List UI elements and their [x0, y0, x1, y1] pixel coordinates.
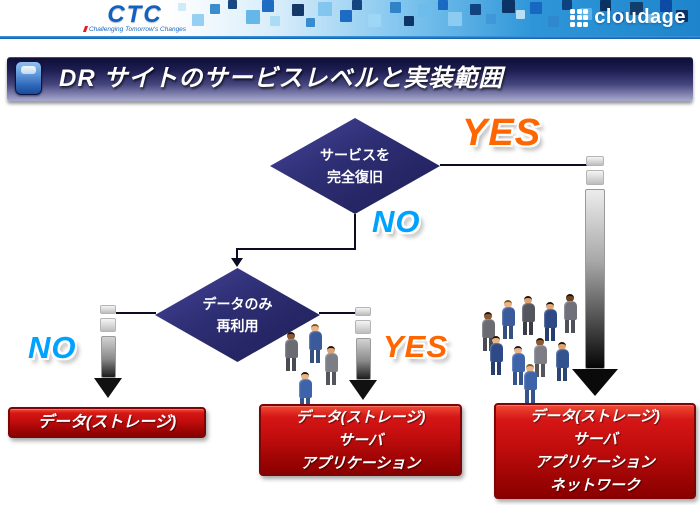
mosaic-tile — [648, 14, 657, 23]
connector-into-decision2 — [236, 248, 238, 259]
page-title: DR サイトのサービスレベルと実装範囲 — [59, 65, 504, 92]
mosaic-tile — [178, 3, 186, 11]
mosaic-tile — [262, 0, 274, 12]
decision-full-service-restore: サービスを 完全復旧 — [270, 118, 440, 214]
mosaic-tile — [192, 14, 204, 26]
mosaic-tile — [228, 0, 237, 9]
mosaic-tile — [502, 0, 515, 13]
result-line: ネットワーク — [549, 477, 640, 494]
mosaic-tile — [470, 4, 481, 15]
mosaic-tile — [210, 4, 220, 14]
result-line: サーバ — [572, 431, 618, 448]
mosaic-tile — [516, 10, 525, 19]
mosaic-tile — [486, 14, 496, 24]
segmented-down-arrow-icon — [572, 156, 618, 396]
label-yes-top: YES — [462, 112, 542, 154]
mosaic-tile — [306, 18, 315, 27]
connector-no-vertical — [354, 214, 356, 250]
mosaic-tile — [448, 12, 462, 26]
red-tick-icon — [82, 26, 89, 33]
result-line: データ(ストレージ) — [37, 414, 177, 431]
result-line: アプリケーション — [535, 454, 655, 471]
label-no-mid: NO — [372, 204, 421, 239]
decision1-line1: サービスを — [320, 147, 390, 163]
segmented-down-arrow-icon — [349, 307, 377, 400]
mosaic-tile — [390, 2, 401, 13]
mosaic-tile — [548, 16, 559, 27]
ctc-logo-text: CTC — [107, 1, 163, 28]
slide-title-bar: DR サイトのサービスレベルと実装範囲 — [7, 57, 693, 101]
mosaic-tile — [404, 16, 414, 26]
decision2-line1: データのみ — [202, 296, 273, 312]
mosaic-tile — [580, 8, 592, 20]
ctc-tagline: Challenging Tomorrow's Changes — [55, 26, 215, 33]
arrowhead-into-decision2 — [231, 258, 243, 267]
mosaic-tile — [270, 16, 280, 26]
mosaic-tile — [660, 0, 672, 12]
result-line: アプリケーション — [300, 454, 421, 472]
result-box-data-server-app-network: データ(ストレージ) サーバ アプリケーション ネットワーク — [494, 403, 696, 499]
mosaic-tile — [292, 4, 304, 16]
result-box-data-server-app: データ(ストレージ) サーバ アプリケーション — [259, 404, 462, 476]
mosaic-tile — [352, 0, 362, 10]
label-yes-mid: YES — [383, 329, 449, 364]
mosaic-tile — [418, 4, 431, 17]
cloudage-logo: cloudage — [570, 6, 686, 29]
segmented-down-arrow-icon — [94, 305, 122, 398]
mosaic-tile — [562, 0, 572, 10]
mosaic-tile — [600, 0, 611, 11]
result-box-data-only: データ(ストレージ) — [8, 407, 206, 438]
mosaic-tile — [318, 2, 332, 16]
top-banner: CTC Challenging Tomorrow's Changes cloud… — [0, 0, 700, 36]
result-line: データ(ストレージ) — [295, 408, 426, 426]
ctc-logo: CTC Challenging Tomorrow's Changes — [55, 1, 215, 33]
connector-yes-mid — [319, 312, 357, 314]
mosaic-tile — [530, 2, 542, 14]
banner-divider — [0, 36, 700, 39]
mosaic-tile — [614, 12, 624, 22]
mosaic-tile — [676, 10, 688, 22]
connector-no-horizontal — [237, 248, 356, 250]
mosaic-tile — [438, 0, 448, 10]
business-people-group-icon — [478, 276, 590, 406]
label-no-left: NO — [28, 330, 77, 365]
grid-icon — [570, 8, 589, 27]
result-line: サーバ — [338, 431, 383, 449]
decision2-line2: 再利用 — [216, 318, 259, 334]
result-line: データ(ストレージ) — [530, 408, 660, 425]
ctc-tagline-text: Challenging Tomorrow's Changes — [88, 26, 187, 33]
decision1-line2: 完全復旧 — [327, 169, 383, 185]
mosaic-tile — [246, 10, 260, 24]
slide-bullet-icon — [15, 61, 42, 95]
mosaic-tile — [340, 10, 352, 22]
mosaic-tile — [630, 2, 643, 15]
connector-no-left — [116, 312, 156, 314]
connector-yes-top — [440, 164, 587, 166]
mosaic-tile — [368, 14, 381, 27]
business-people-group-icon — [283, 324, 355, 414]
cloudage-logo-text: cloudage — [594, 6, 686, 28]
